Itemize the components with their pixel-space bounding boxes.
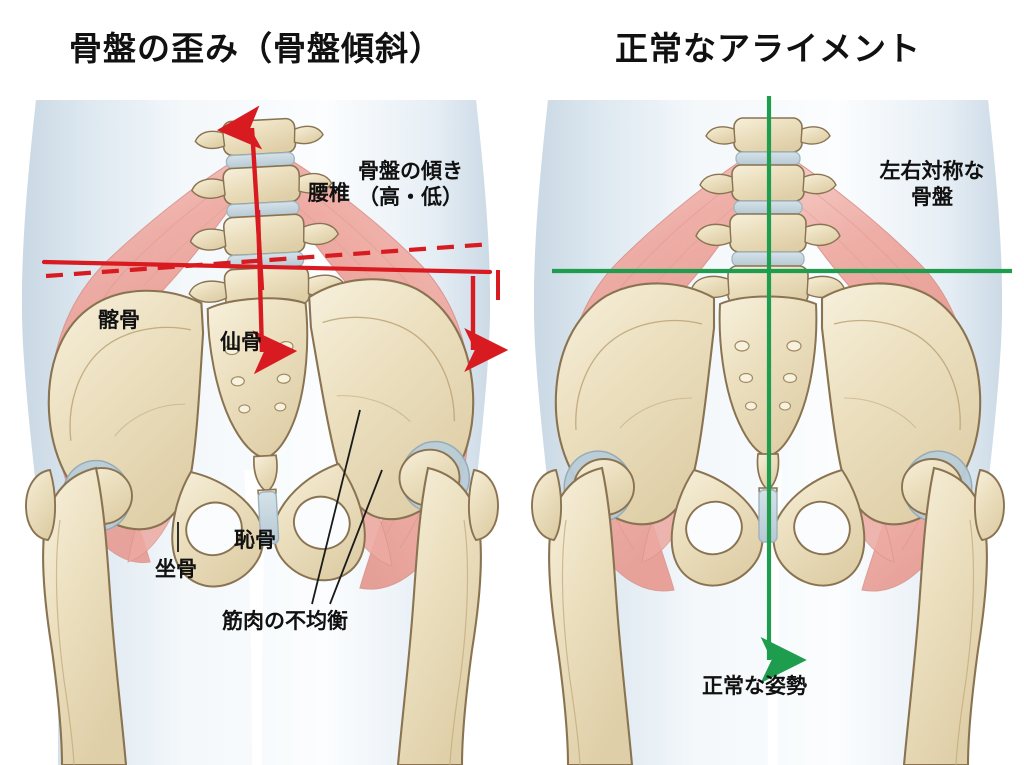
illustration-normal-pelvis [512, 0, 1024, 765]
femur-left [25, 466, 128, 765]
arrow-down-spine-red [252, 209, 298, 375]
label-pelvic-tilt: 骨盤の傾き （高・低） [358, 158, 463, 211]
panel-normal-alignment: 正常なアライメント [512, 0, 1024, 765]
label-symmetric-pelvis: 左右対称な 骨盤 [857, 158, 1007, 211]
pointer-muscle-a [311, 409, 361, 605]
label-sacrum: 仙骨 [220, 330, 262, 354]
tilt-line-solid [41, 259, 493, 275]
pointer-lines [177, 409, 383, 605]
label-pelvic-tilt-line2: （高・低） [358, 185, 463, 210]
panel-title-right: 正常なアライメント [615, 29, 921, 68]
panel-title-left: 骨盤の歪み（骨盤傾斜） [69, 29, 443, 68]
label-pubis: 恥骨 [234, 528, 276, 552]
femur-left [531, 466, 634, 765]
pointer-muscle-b [329, 469, 383, 605]
tilt-markers-red [41, 105, 509, 375]
label-muscle-imbalance: 筋肉の不均衡 [222, 609, 348, 633]
tilt-line-dashed [45, 241, 493, 279]
label-ischium: 坐骨 [155, 557, 197, 581]
label-ilium: 髂骨 [98, 308, 140, 332]
label-symmetric-line1: 左右対称な [879, 159, 985, 183]
panel-pelvic-tilt: 骨盤の歪み（骨盤傾斜） [21, 29, 509, 765]
label-normal-posture: 正常な姿勢 [702, 674, 807, 698]
label-lumbar: 腰椎 [308, 181, 350, 205]
pubic-symphysis [257, 490, 280, 545]
label-pelvic-tilt-line1: 骨盤の傾き [358, 159, 463, 183]
label-symmetric-line2: 骨盤 [911, 185, 953, 210]
femur-right [396, 466, 499, 765]
femur-right [902, 466, 1005, 765]
illustration-tilted-pelvis [21, 100, 509, 765]
alignment-markers-green [552, 96, 1012, 684]
